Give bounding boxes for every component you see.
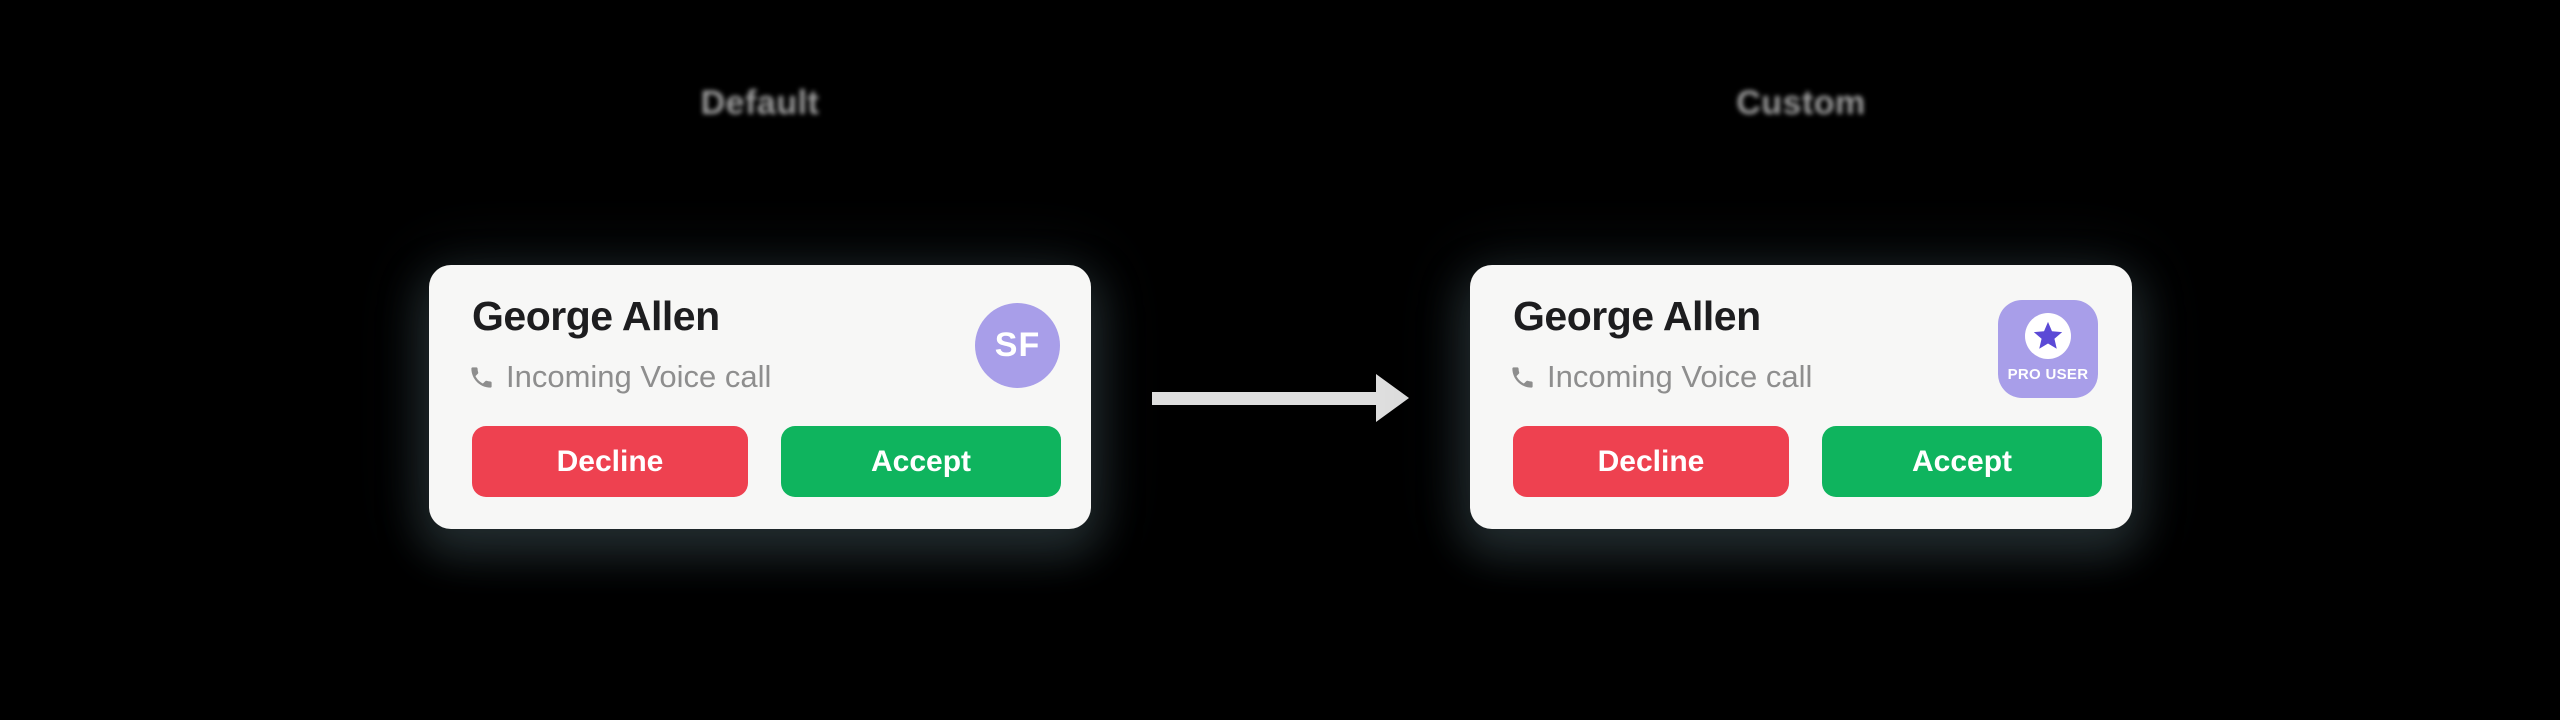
star-icon <box>2031 319 2065 353</box>
decline-button[interactable]: Decline <box>472 426 748 497</box>
call-type-row: Incoming Voice call <box>468 359 771 395</box>
caller-name: George Allen <box>472 293 720 339</box>
accept-button[interactable]: Accept <box>781 426 1061 497</box>
avatar: SF <box>975 303 1060 388</box>
arrow-head <box>1376 374 1409 422</box>
incoming-call-card-pro: George Allen Incoming Voice call PRO USE… <box>1470 265 2132 529</box>
accept-button[interactable]: Accept <box>1822 426 2102 497</box>
call-type-label: Incoming Voice call <box>506 359 772 394</box>
call-type-label: Incoming Voice call <box>1547 359 1813 394</box>
phone-icon <box>1509 364 1536 391</box>
call-type-row: Incoming Voice call <box>1509 359 1812 395</box>
avatar-initials: SF <box>994 326 1041 364</box>
phone-icon <box>468 364 495 391</box>
caption-default: Default <box>700 84 820 122</box>
arrow-right-icon <box>1152 374 1409 422</box>
pro-user-label: PRO USER <box>2007 366 2089 383</box>
incoming-call-card-default: George Allen Incoming Voice call SF Decl… <box>429 265 1091 529</box>
decline-button[interactable]: Decline <box>1513 426 1789 497</box>
badge-circle <box>2025 313 2071 359</box>
caller-name: George Allen <box>1513 293 1761 339</box>
pro-user-badge: PRO USER <box>1998 300 2098 398</box>
arrow-shaft <box>1152 392 1378 405</box>
caption-custom: Custom <box>1736 84 1866 122</box>
